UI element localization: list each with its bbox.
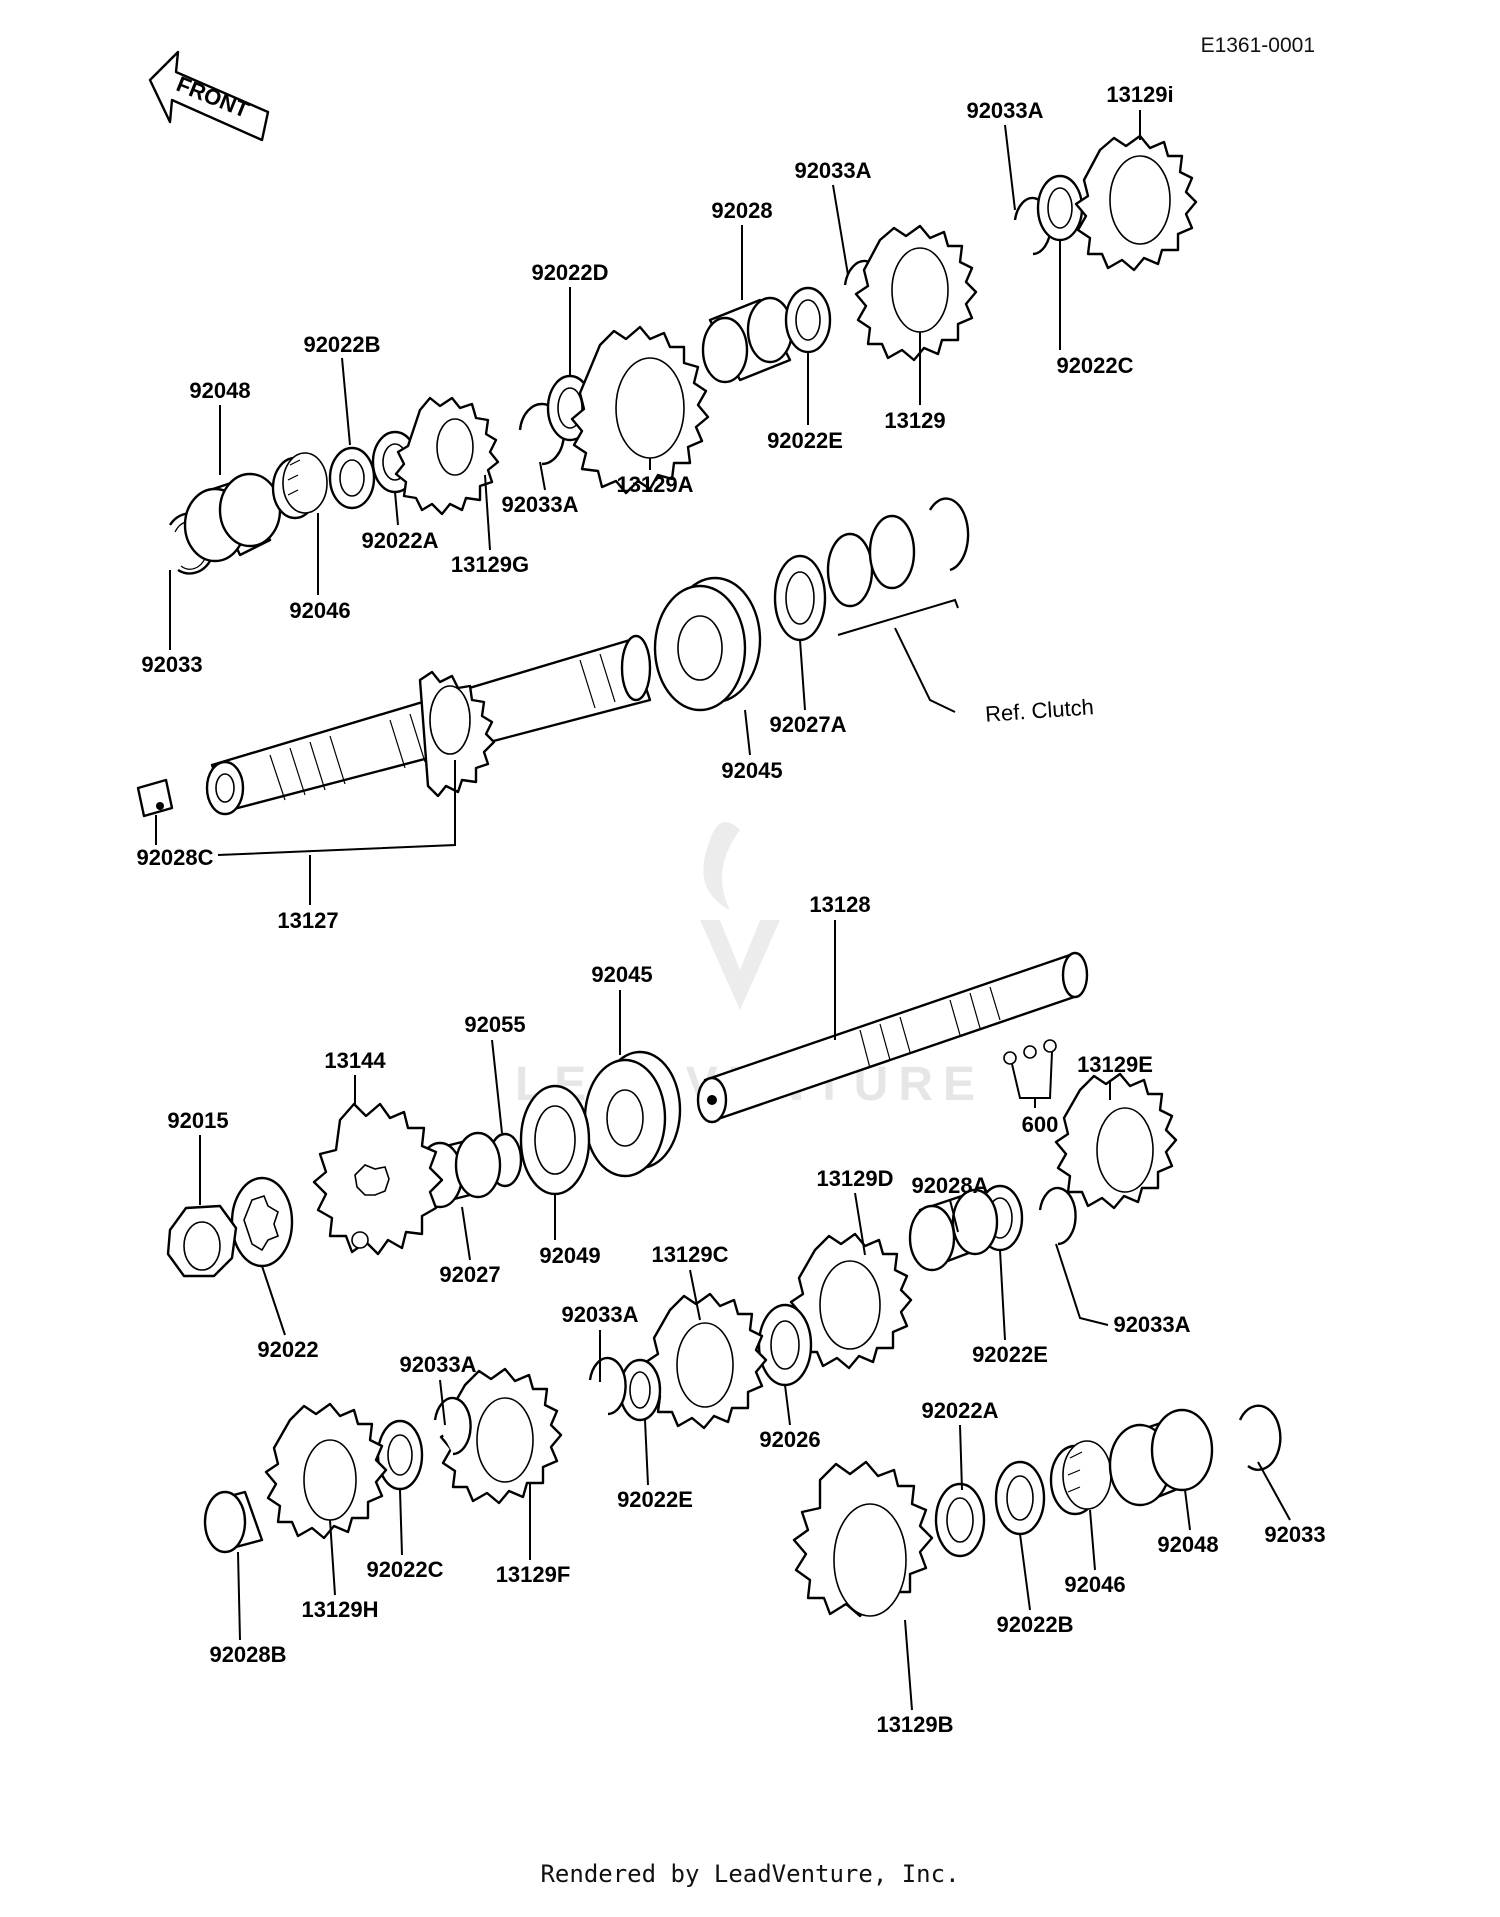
gear-13129H bbox=[264, 1402, 388, 1540]
circlip-92033A-d bbox=[588, 1356, 627, 1416]
gear-13129C bbox=[644, 1292, 768, 1430]
label-92022B-top: 92022B bbox=[303, 332, 380, 357]
label-13129F: 13129F bbox=[496, 1562, 571, 1587]
sprocket-13144 bbox=[312, 1102, 444, 1256]
part-labels: 13129i 92033A 92033A 92028 92022D 92022B… bbox=[136, 82, 1325, 1737]
label-13129: 13129 bbox=[884, 408, 945, 433]
balls-600 bbox=[1003, 1039, 1057, 1065]
label-92028B: 92028B bbox=[209, 1642, 286, 1667]
label-92048-bot: 92048 bbox=[1157, 1532, 1218, 1557]
circlip-92033-bot bbox=[1238, 1404, 1282, 1471]
washer-92026 bbox=[757, 1303, 813, 1387]
ref-clutch-note: Ref. Clutch bbox=[984, 694, 1094, 727]
washer-92022C-top bbox=[1036, 174, 1084, 242]
label-92022A-top: 92022A bbox=[361, 528, 438, 553]
label-13129H: 13129H bbox=[301, 1597, 378, 1622]
washer-92022B-bot bbox=[994, 1460, 1046, 1536]
label-13129G: 13129G bbox=[451, 552, 529, 577]
label-13129D: 13129D bbox=[816, 1166, 893, 1191]
seal-92049 bbox=[519, 1084, 591, 1196]
label-92033A-b: 92033A bbox=[794, 158, 871, 183]
label-92026: 92026 bbox=[759, 1427, 820, 1452]
washer-92022A-bot bbox=[934, 1482, 986, 1558]
label-92027: 92027 bbox=[439, 1262, 500, 1287]
label-92033A-e: 92033A bbox=[1113, 1312, 1190, 1337]
bushing-92048-bot bbox=[1108, 1408, 1214, 1507]
label-92045-top: 92045 bbox=[721, 758, 782, 783]
label-92046-top: 92046 bbox=[289, 598, 350, 623]
gear-13129i bbox=[1074, 134, 1198, 272]
ball-bearing-92045-mid bbox=[583, 1050, 682, 1178]
label-92022D: 92022D bbox=[531, 260, 608, 285]
front-arrow-icon: FRONT bbox=[148, 50, 270, 142]
label-92055: 92055 bbox=[464, 1012, 525, 1037]
label-13128: 13128 bbox=[809, 892, 870, 917]
label-92022B-bot: 92022B bbox=[996, 1612, 1073, 1637]
label-92046-bot: 92046 bbox=[1064, 1572, 1125, 1597]
label-92022: 92022 bbox=[257, 1337, 318, 1362]
label-92033-bot: 92033 bbox=[1264, 1522, 1325, 1547]
clutch-rings bbox=[826, 497, 970, 608]
label-92022E-top: 92022E bbox=[767, 428, 843, 453]
input-shaft-13127 bbox=[205, 634, 652, 816]
label-92022A-bot: 92022A bbox=[921, 1398, 998, 1423]
label-13129A: 13129A bbox=[616, 472, 693, 497]
label-92049: 92049 bbox=[539, 1243, 600, 1268]
label-92022C-top: 92022C bbox=[1056, 353, 1133, 378]
lock-washer-92022 bbox=[230, 1176, 294, 1268]
label-13127: 13127 bbox=[277, 908, 338, 933]
label-13129C: 13129C bbox=[651, 1242, 728, 1267]
label-92033A-d: 92033A bbox=[561, 1302, 638, 1327]
gear-13129F bbox=[439, 1367, 563, 1505]
leader-lines bbox=[155, 110, 1291, 1711]
collar-92028B bbox=[203, 1490, 264, 1554]
label-92033-top: 92033 bbox=[141, 652, 202, 677]
footer-credit: Rendered by LeadVenture, Inc. bbox=[540, 1860, 960, 1888]
label-92022E-bot: 92022E bbox=[617, 1487, 693, 1512]
ball-bearing-92045-top bbox=[653, 576, 762, 712]
label-13144: 13144 bbox=[324, 1048, 386, 1073]
needle-bearing-92046-top bbox=[271, 452, 328, 520]
diagram-code: E1361-0001 bbox=[1200, 34, 1315, 57]
label-92028C: 92028C bbox=[136, 845, 213, 870]
label-92022C-bot: 92022C bbox=[366, 1557, 443, 1582]
bushing-92048-top bbox=[183, 472, 282, 563]
gear-13129E bbox=[1054, 1072, 1178, 1210]
gear-13129A bbox=[570, 325, 710, 495]
label-92015: 92015 bbox=[167, 1108, 228, 1133]
output-shaft-13128 bbox=[696, 951, 1089, 1124]
bushing-92028 bbox=[701, 296, 794, 384]
bushing-92028A bbox=[908, 1188, 999, 1272]
label-92033A-a: 92033A bbox=[966, 98, 1043, 123]
gear-13129B bbox=[792, 1460, 934, 1618]
washer-92022C-bot bbox=[376, 1419, 424, 1491]
label-92048-top: 92048 bbox=[189, 378, 250, 403]
label-13129i: 13129i bbox=[1106, 82, 1173, 107]
label-92033A-c: 92033A bbox=[501, 492, 578, 517]
washer-92022E-bot bbox=[618, 1358, 662, 1422]
nut-92015 bbox=[166, 1204, 238, 1278]
label-13129E: 13129E bbox=[1077, 1052, 1153, 1077]
label-600: 600 bbox=[1022, 1112, 1059, 1137]
circlip-92033A-e bbox=[1038, 1186, 1077, 1246]
circlip-92033A-f bbox=[433, 1396, 472, 1456]
label-92028A: 92028A bbox=[911, 1173, 988, 1198]
needle-bearing-92046-bot bbox=[1049, 1440, 1112, 1516]
gear-13129G bbox=[394, 396, 500, 516]
seal-92027A bbox=[773, 554, 827, 642]
washer-92022B-top bbox=[328, 446, 376, 510]
label-92033A-f: 92033A bbox=[399, 1352, 476, 1377]
label-13129B: 13129B bbox=[876, 1712, 953, 1737]
label-92022E-mid: 92022E bbox=[972, 1342, 1048, 1367]
label-92027A: 92027A bbox=[769, 712, 846, 737]
label-92045-mid: 92045 bbox=[591, 962, 652, 987]
collar-92028C bbox=[136, 778, 174, 818]
gear-13129 bbox=[854, 224, 978, 362]
washer-92022E-top bbox=[784, 286, 832, 354]
label-92028: 92028 bbox=[711, 198, 772, 223]
